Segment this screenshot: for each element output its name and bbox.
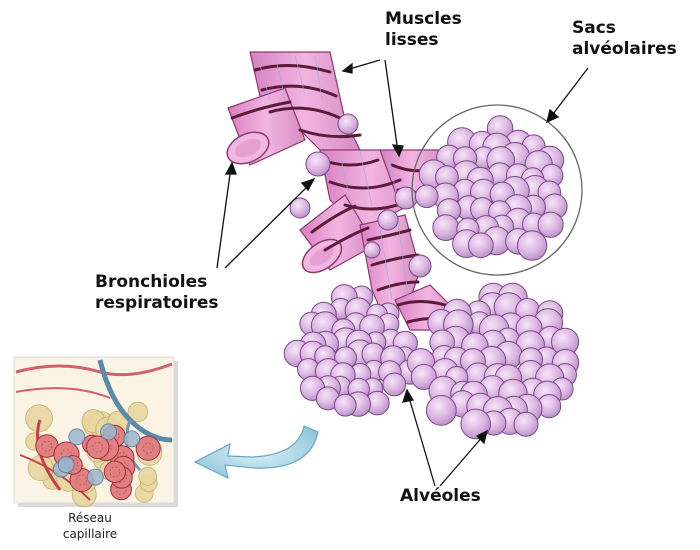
alveolus — [415, 185, 438, 208]
alveolus — [514, 412, 538, 436]
alveolus — [468, 233, 493, 258]
alveolus — [538, 212, 563, 237]
alveolus — [383, 373, 406, 396]
alveolus — [426, 396, 456, 426]
alveolus — [334, 394, 356, 416]
alveolus — [517, 231, 546, 260]
label-alveoles: Alvéoles — [400, 486, 481, 507]
curved-arrow — [195, 426, 318, 478]
alveolar-sac-upper — [415, 116, 567, 261]
capillary-network-inset — [14, 357, 178, 507]
